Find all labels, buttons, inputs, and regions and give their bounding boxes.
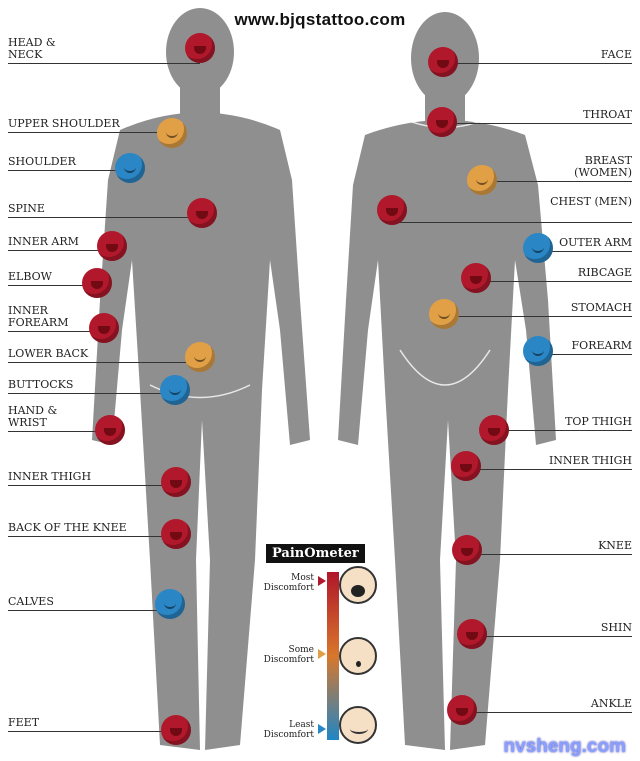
leader-line bbox=[8, 431, 110, 432]
painometer-gradient-bar bbox=[327, 572, 339, 740]
leader-line bbox=[538, 354, 632, 355]
back-inner-forearm-label: INNER FOREARM bbox=[8, 304, 69, 329]
leader-line bbox=[442, 123, 632, 124]
leader-line bbox=[467, 554, 632, 555]
leader-line bbox=[476, 281, 632, 282]
front-inner-thigh-pain-marker-icon bbox=[451, 451, 481, 481]
front-stomach-pain-marker-icon bbox=[429, 299, 459, 329]
leader-line bbox=[8, 63, 200, 64]
front-knee-label: KNEE bbox=[598, 539, 632, 552]
least-arrow-icon bbox=[318, 724, 326, 734]
leader-line bbox=[538, 251, 632, 252]
front-ribcage-label: RIBCAGE bbox=[577, 266, 632, 279]
front-shin-label: SHIN bbox=[600, 621, 632, 634]
worried-face-icon bbox=[339, 637, 377, 675]
front-shin-pain-marker-icon bbox=[457, 619, 487, 649]
back-feet-label: FEET bbox=[8, 716, 40, 729]
watermark: nvsheng.com bbox=[503, 736, 626, 757]
leader-line bbox=[494, 430, 632, 431]
back-spine-label: SPINE bbox=[8, 202, 45, 215]
some-arrow-icon bbox=[318, 649, 326, 659]
front-stomach-label: STOMACH bbox=[570, 301, 632, 314]
leader-line bbox=[392, 222, 632, 223]
front-top-thigh-label: TOP THIGH bbox=[565, 415, 632, 428]
back-buttocks-label: BUTTOCKS bbox=[8, 378, 74, 391]
back-inner-forearm-pain-marker-icon bbox=[89, 313, 119, 343]
front-inner-thigh-label: INNER THIGH bbox=[548, 454, 632, 467]
leader-line bbox=[8, 362, 200, 363]
leader-line bbox=[8, 731, 176, 732]
back-shoulder-pain-marker-icon bbox=[115, 153, 145, 183]
screaming-face-icon bbox=[339, 566, 377, 604]
some-discomfort-label: Some Discomfort bbox=[263, 645, 314, 665]
leader-line bbox=[8, 250, 112, 251]
leader-line bbox=[8, 331, 104, 332]
front-throat-label: THROAT bbox=[583, 108, 632, 121]
back-buttocks-pain-marker-icon bbox=[160, 375, 190, 405]
back-shoulder-label: SHOULDER bbox=[8, 155, 76, 168]
leader-line bbox=[8, 536, 176, 537]
leader-line bbox=[8, 132, 172, 133]
leader-line bbox=[472, 636, 632, 637]
back-hand-wrist-label: HAND & WRIST bbox=[8, 404, 58, 429]
front-face-pain-marker-icon bbox=[428, 47, 458, 77]
front-forearm-label: FOREARM bbox=[571, 339, 632, 352]
leader-line bbox=[482, 181, 632, 182]
back-back-of-the-knee-label: BACK OF THE KNEE bbox=[8, 521, 127, 534]
front-breast-women-label: BREAST (WOMEN) bbox=[574, 154, 632, 179]
back-head-neck-pain-marker-icon bbox=[185, 33, 215, 63]
least-discomfort-label: Least Discomfort bbox=[263, 720, 314, 740]
back-inner-thigh-label: INNER THIGH bbox=[8, 470, 92, 483]
most-discomfort-label: Most Discomfort bbox=[263, 573, 314, 593]
back-spine-pain-marker-icon bbox=[187, 198, 217, 228]
front-breast-women-pain-marker-icon bbox=[467, 165, 497, 195]
back-inner-arm-pain-marker-icon bbox=[97, 231, 127, 261]
back-back-of-the-knee-pain-marker-icon bbox=[161, 519, 191, 549]
back-calves-label: CALVES bbox=[8, 595, 54, 608]
back-upper-shoulder-pain-marker-icon bbox=[157, 118, 187, 148]
back-view-body bbox=[92, 8, 310, 750]
leader-line bbox=[444, 316, 632, 317]
front-ribcage-pain-marker-icon bbox=[461, 263, 491, 293]
front-outer-arm-pain-marker-icon bbox=[523, 233, 553, 263]
front-forearm-pain-marker-icon bbox=[523, 336, 553, 366]
front-face-label: FACE bbox=[600, 48, 632, 61]
front-ankle-label: ANKLE bbox=[590, 697, 632, 710]
leader-line bbox=[8, 485, 176, 486]
front-throat-pain-marker-icon bbox=[427, 107, 457, 137]
front-knee-pain-marker-icon bbox=[452, 535, 482, 565]
front-chest-men-pain-marker-icon bbox=[377, 195, 407, 225]
most-arrow-icon bbox=[318, 576, 326, 586]
back-lower-back-label: LOWER BACK bbox=[8, 347, 89, 360]
leader-line bbox=[466, 469, 632, 470]
site-title: www.bjqstattoo.com bbox=[234, 10, 406, 29]
back-elbow-label: ELBOW bbox=[8, 270, 52, 283]
leader-line bbox=[8, 285, 97, 286]
leader-line bbox=[462, 712, 632, 713]
leader-line bbox=[8, 217, 202, 218]
front-top-thigh-pain-marker-icon bbox=[479, 415, 509, 445]
leader-line bbox=[8, 393, 175, 394]
back-calves-pain-marker-icon bbox=[155, 589, 185, 619]
front-chest-men-label: CHEST (MEN) bbox=[550, 195, 632, 208]
back-inner-thigh-pain-marker-icon bbox=[161, 467, 191, 497]
painometer-title: PainOmeter bbox=[266, 544, 365, 563]
smiling-face-icon bbox=[339, 706, 377, 744]
front-outer-arm-label: OUTER ARM bbox=[559, 236, 632, 249]
leader-line bbox=[443, 63, 632, 64]
back-hand-wrist-pain-marker-icon bbox=[95, 415, 125, 445]
back-upper-shoulder-label: UPPER SHOULDER bbox=[8, 117, 120, 130]
back-feet-pain-marker-icon bbox=[161, 715, 191, 745]
back-lower-back-pain-marker-icon bbox=[185, 342, 215, 372]
back-head-neck-label: HEAD & NECK bbox=[8, 36, 56, 61]
back-elbow-pain-marker-icon bbox=[82, 268, 112, 298]
back-inner-arm-label: INNER ARM bbox=[8, 235, 79, 248]
leader-line bbox=[8, 610, 170, 611]
front-ankle-pain-marker-icon bbox=[447, 695, 477, 725]
leader-line bbox=[8, 170, 130, 171]
